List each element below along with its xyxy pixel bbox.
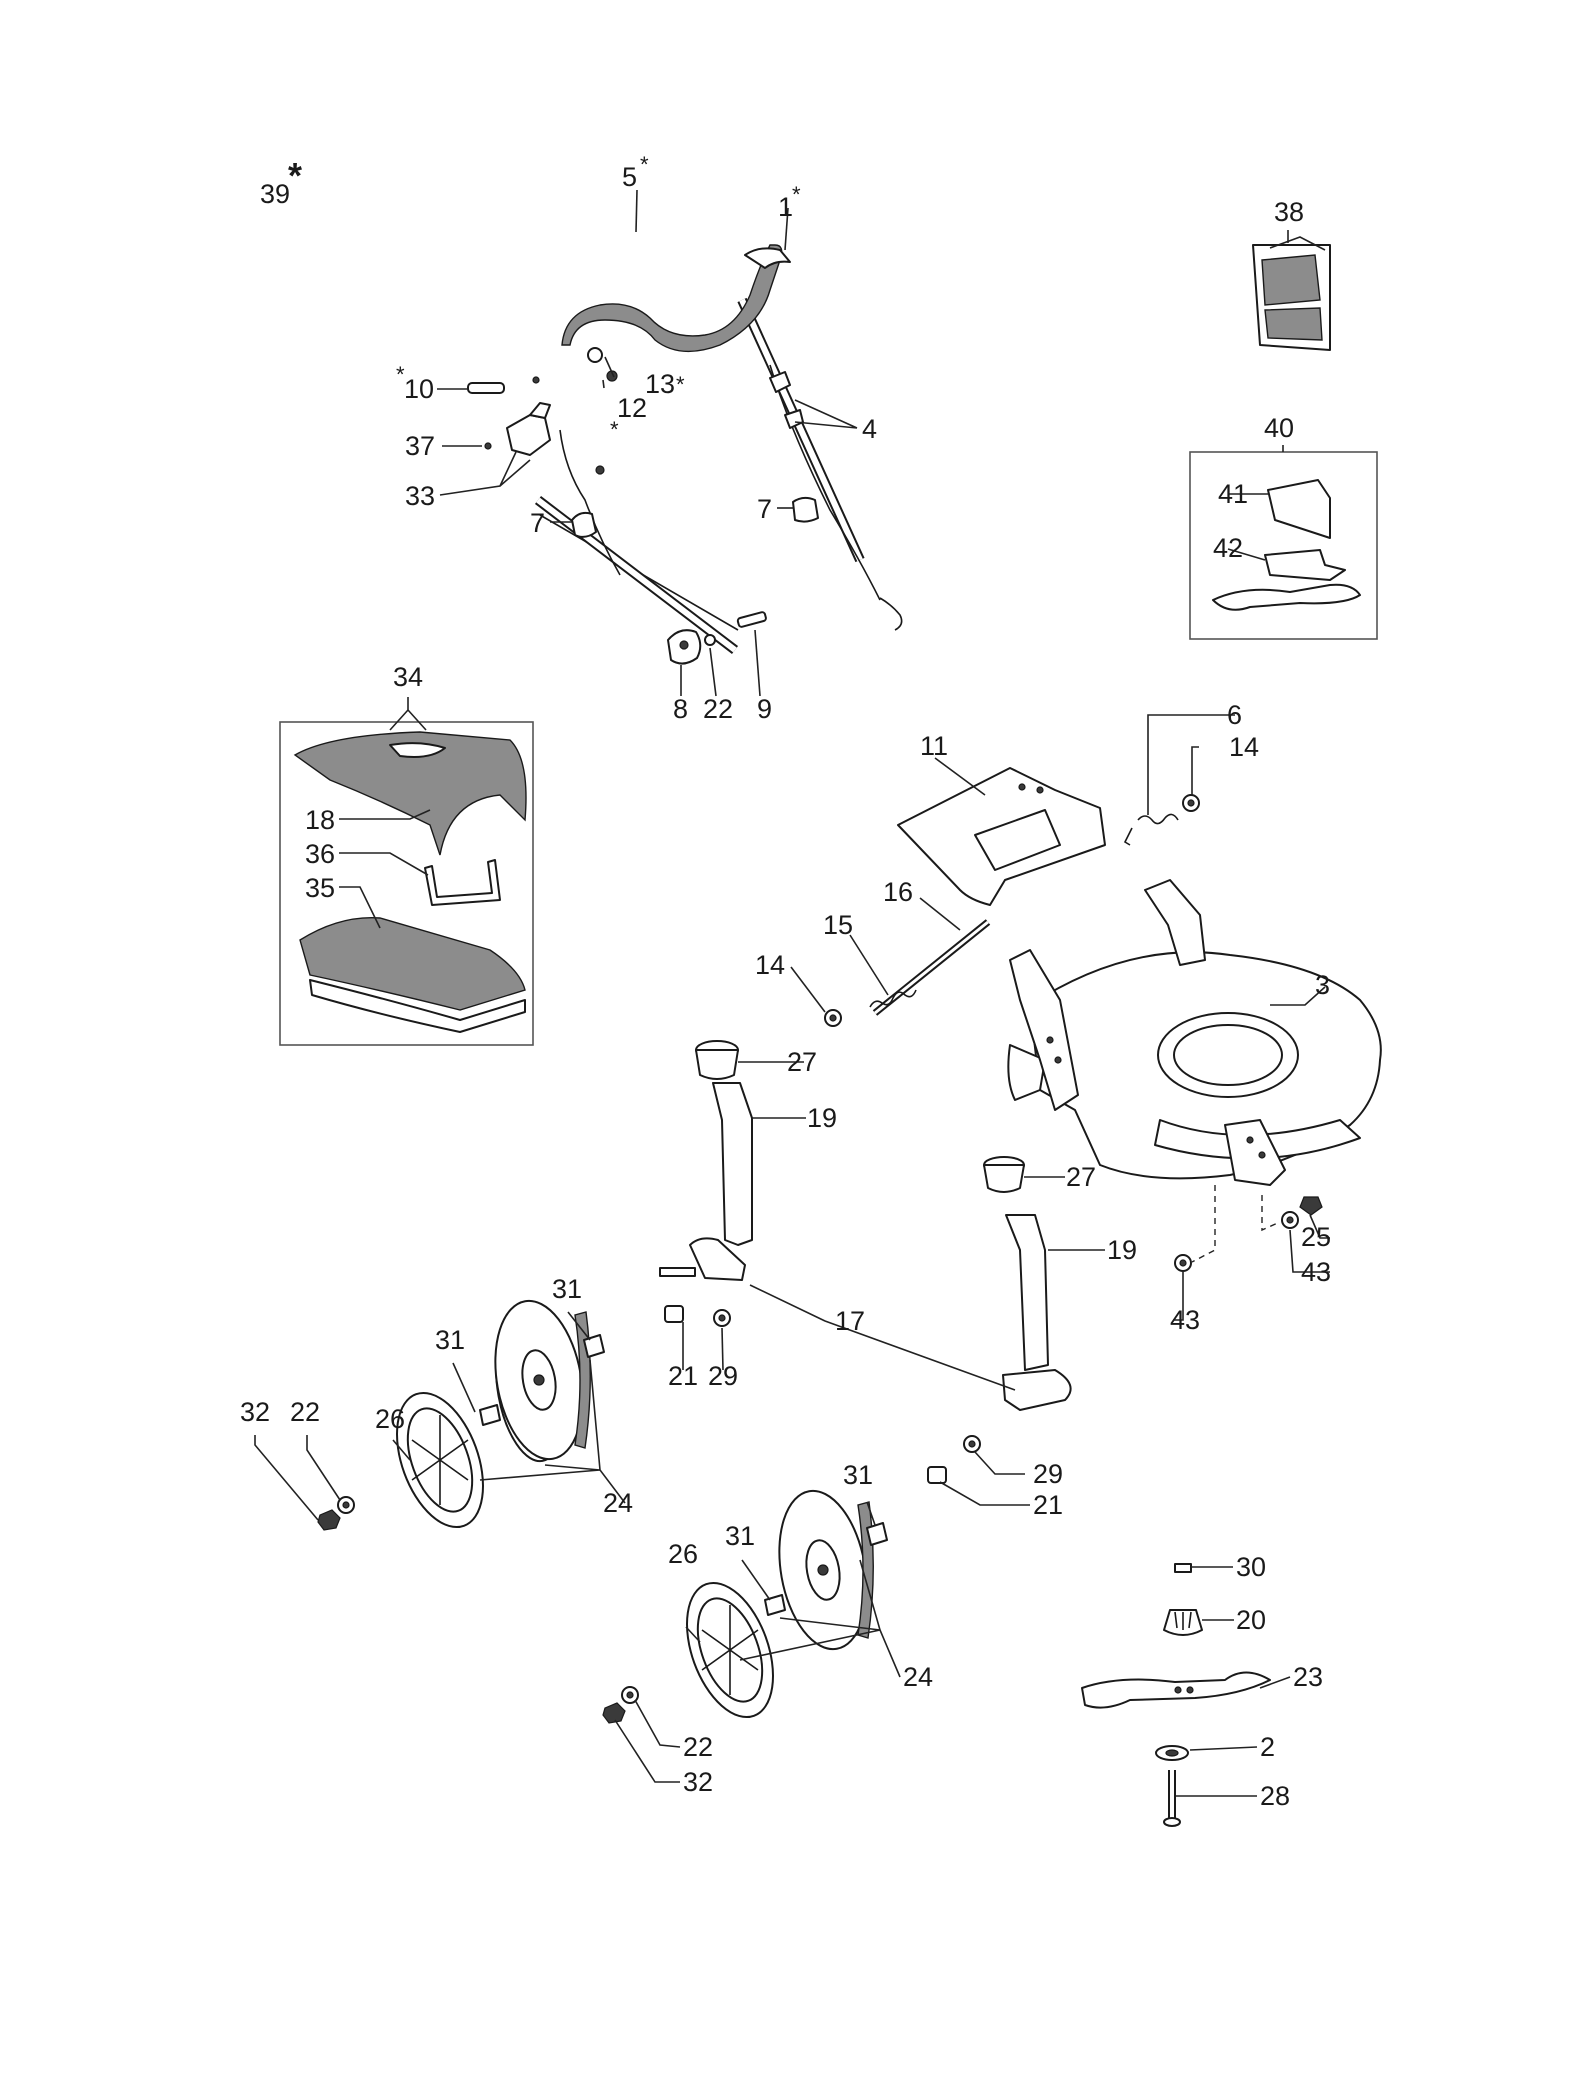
label-31-a: 31: [552, 1274, 582, 1304]
label-15: 15: [823, 910, 853, 940]
label-28: 28: [1260, 1781, 1290, 1811]
label-39: 39: [260, 179, 290, 209]
label-12: 12: [617, 393, 647, 423]
grass-bag-frame-34: [279, 721, 534, 1046]
part-number-labels: 39 * 5 * 1 * 38 10 * 13 * 12 * 4 37 33 4…: [240, 152, 1331, 1811]
label-42: 42: [1213, 533, 1243, 563]
label-31-b: 31: [435, 1325, 465, 1355]
upper-handle-part-5: [521, 216, 865, 654]
label-40: 40: [1264, 413, 1294, 443]
label-29-a: 29: [708, 1361, 738, 1391]
label-19-right: 19: [1107, 1235, 1137, 1265]
label-11: 11: [920, 731, 948, 761]
label-31-d: 31: [725, 1521, 755, 1551]
small-parts-handle: [467, 347, 819, 665]
label-20: 20: [1236, 1605, 1266, 1635]
label-38: 38: [1274, 197, 1304, 227]
wheel-assembly-left: [317, 1299, 605, 1531]
star-12: *: [610, 417, 619, 442]
label-33: 33: [405, 481, 435, 511]
decal-sheet-part-38: [1252, 236, 1331, 351]
label-29-b: 29: [1033, 1459, 1063, 1489]
star-5: *: [640, 152, 649, 177]
label-43-b: 43: [1170, 1305, 1200, 1335]
label-23: 23: [1293, 1662, 1323, 1692]
label-27-left: 27: [787, 1047, 817, 1077]
star-10: *: [396, 362, 405, 387]
mulching-kit-parts: [1212, 479, 1361, 611]
label-24-a: 24: [603, 1488, 633, 1518]
label-21-a: 21: [668, 1361, 698, 1391]
rear-flap-part-11: [897, 767, 1106, 906]
label-6: 6: [1227, 700, 1242, 730]
cap-part-27-left: [695, 1040, 739, 1080]
label-27-right: 27: [1066, 1162, 1096, 1192]
label-18: 18: [305, 805, 335, 835]
label-32-b: 32: [683, 1767, 713, 1797]
label-26-b: 26: [668, 1539, 698, 1569]
grass-bag-parts: [293, 731, 527, 1033]
label-37: 37: [405, 431, 435, 461]
label-22-a: 22: [290, 1397, 320, 1427]
star-1: *: [792, 182, 801, 207]
label-35: 35: [305, 873, 335, 903]
label-32-a: 32: [240, 1397, 270, 1427]
label-1: 1: [778, 192, 793, 222]
mower-deck-part-3: [1007, 879, 1382, 1186]
label-7-right: 7: [757, 494, 772, 524]
label-22-top: 22: [703, 694, 733, 724]
bolt-part-21-right: [927, 1466, 947, 1484]
height-bracket-part-19-left: [712, 1082, 753, 1246]
label-24-b: 24: [903, 1662, 933, 1692]
label-16: 16: [883, 877, 913, 907]
label-17: 17: [835, 1306, 865, 1336]
label-8: 8: [673, 694, 688, 724]
label-34: 34: [393, 662, 423, 692]
axle-part-17-right: [1002, 1369, 1072, 1411]
label-41: 41: [1218, 479, 1248, 509]
label-36: 36: [305, 839, 335, 869]
cap-part-27-right: [983, 1156, 1025, 1193]
label-31-c: 31: [843, 1460, 873, 1490]
label-5: 5: [622, 162, 637, 192]
label-7-left: 7: [530, 508, 545, 538]
star-13: *: [676, 372, 685, 397]
label-3: 3: [1315, 970, 1330, 1000]
label-4: 4: [862, 414, 877, 444]
control-lever-part-1: [561, 244, 791, 353]
label-30: 30: [1236, 1552, 1266, 1582]
bolt-part-21-left: [664, 1305, 684, 1323]
spring-part-6: [1123, 813, 1179, 846]
wheel-assembly-right: [602, 1489, 888, 1724]
label-43-a: 43: [1301, 1257, 1331, 1287]
leader-lines: [254, 189, 1330, 1797]
label-10: 10: [404, 374, 434, 404]
label-25: 25: [1301, 1222, 1331, 1252]
label-21-b: 21: [1033, 1490, 1063, 1520]
label-26-a: 26: [375, 1404, 405, 1434]
screw-part-25: [1299, 1196, 1323, 1216]
label-2: 2: [1260, 1732, 1275, 1762]
label-14-lower: 14: [755, 950, 785, 980]
star-39: *: [288, 155, 302, 196]
label-9: 9: [757, 694, 772, 724]
label-22-c: 22: [683, 1732, 713, 1762]
label-13: 13: [645, 369, 675, 399]
cable-and-clips: [559, 364, 903, 631]
axle-part-17-left: [659, 1237, 746, 1281]
height-bracket-part-19-right: [1005, 1214, 1049, 1371]
label-14-upper: 14: [1229, 732, 1259, 762]
blade-group: [1081, 1563, 1271, 1827]
label-19-left: 19: [807, 1103, 837, 1133]
spring-part-15: [869, 989, 917, 1008]
